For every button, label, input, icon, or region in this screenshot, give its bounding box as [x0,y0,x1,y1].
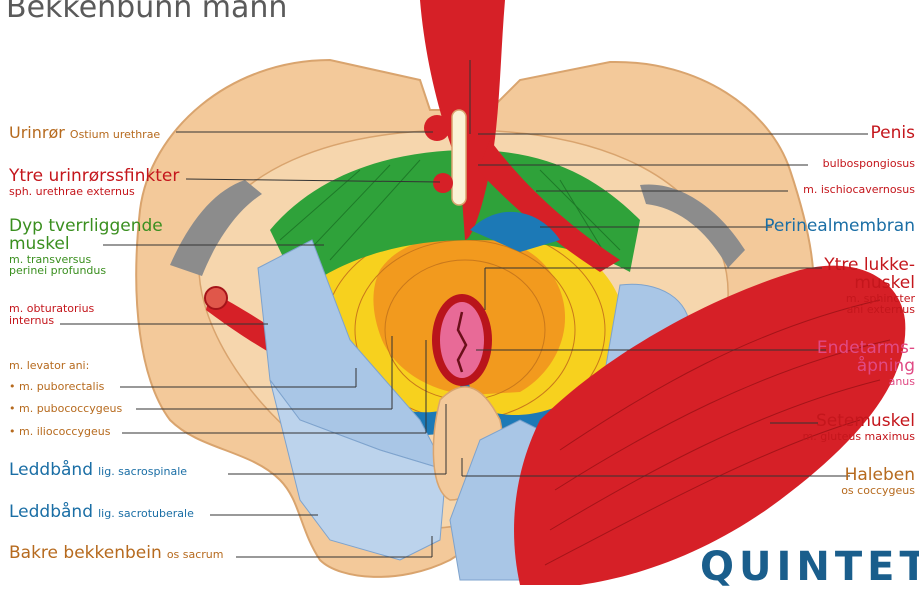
label-bulbospongiosus: bulbospongiosus [823,158,915,170]
ostium-urethrae [424,115,450,141]
label-dyp-muskel: Dyp tverrliggende muskel m. transversus … [9,218,163,277]
label-ytre-urinror-name: Ytre urinrørssfinkter [9,168,179,186]
label-obturatorius-line2: internus [9,315,94,327]
label-ytre-urinror-latin: sph. urethrae externus [9,186,179,198]
label-sacrospinale-latin: lig. sacrospinale [98,465,187,478]
label-perinealmembran: Perinealmembran [764,218,915,236]
label-haleben-name: Haleben [841,467,915,485]
label-ytre-urinror: Ytre urinrørssfinkter sph. urethrae exte… [9,168,179,197]
label-obturatorius: m. obturatorius internus [9,303,94,326]
label-iliococcygeus: • m. iliococcygeus [9,426,110,438]
label-setemuskel-latin: m. gluteus maximus [803,431,915,443]
label-sacrospinale-name: Leddbånd [9,460,93,480]
quintet-logo: QUINTET [700,544,919,590]
label-sacrotuberale-latin: lig. sacrotuberale [98,507,194,520]
label-sacrum-name: Bakre bekkenbein [9,543,162,563]
label-ischiocavernosus: m. ischiocavernosus [803,184,915,196]
label-ytre-lukke-latin2: ani externus [824,304,915,316]
urethral-sphincter [433,173,453,193]
label-sacrotuberale: Leddbånd lig. sacrotuberale [9,504,194,522]
label-ytre-lukke-line2: muskel [824,275,915,293]
label-sacrospinale: Leddbånd lig. sacrospinale [9,462,187,480]
label-setemuskel-name: Setemuskel [803,413,915,431]
label-sacrum-latin: os sacrum [167,548,224,561]
label-dyp-line2: muskel [9,236,163,254]
obturatorius-end [205,287,227,309]
urethra [452,110,466,205]
label-pubococcygeus: • m. pubococcygeus [9,403,122,415]
label-haleben: Haleben os coccygeus [841,467,915,496]
label-haleben-latin: os coccygeus [841,485,915,497]
label-penis: Penis [871,125,915,143]
label-dyp-latin2: perinei profundus [9,265,163,277]
label-urinror-name: Urinrør [9,123,65,142]
label-setemuskel: Setemuskel m. gluteus maximus [803,413,915,442]
label-sacrotuberale-name: Leddbånd [9,502,93,522]
page-title: Bekkenbunn mann [6,0,287,25]
label-ytre-lukkemuskel: Ytre lukke- muskel m. sphincter ani exte… [824,257,915,316]
label-obturatorius-line1: m. obturatorius [9,303,94,315]
label-endetarm-latin: anus [817,376,915,388]
label-levator: m. levator ani: [9,360,89,372]
label-sacrum: Bakre bekkenbein os sacrum [9,545,224,563]
label-puborectalis: • m. puborectalis [9,381,104,393]
label-endetarm-line2: åpning [817,358,915,376]
label-urinror-latin: Ostium urethrae [70,128,160,141]
label-urinror: Urinrør Ostium urethrae [9,125,160,142]
label-endetarmsapning: Endetarms- åpning anus [817,340,915,387]
